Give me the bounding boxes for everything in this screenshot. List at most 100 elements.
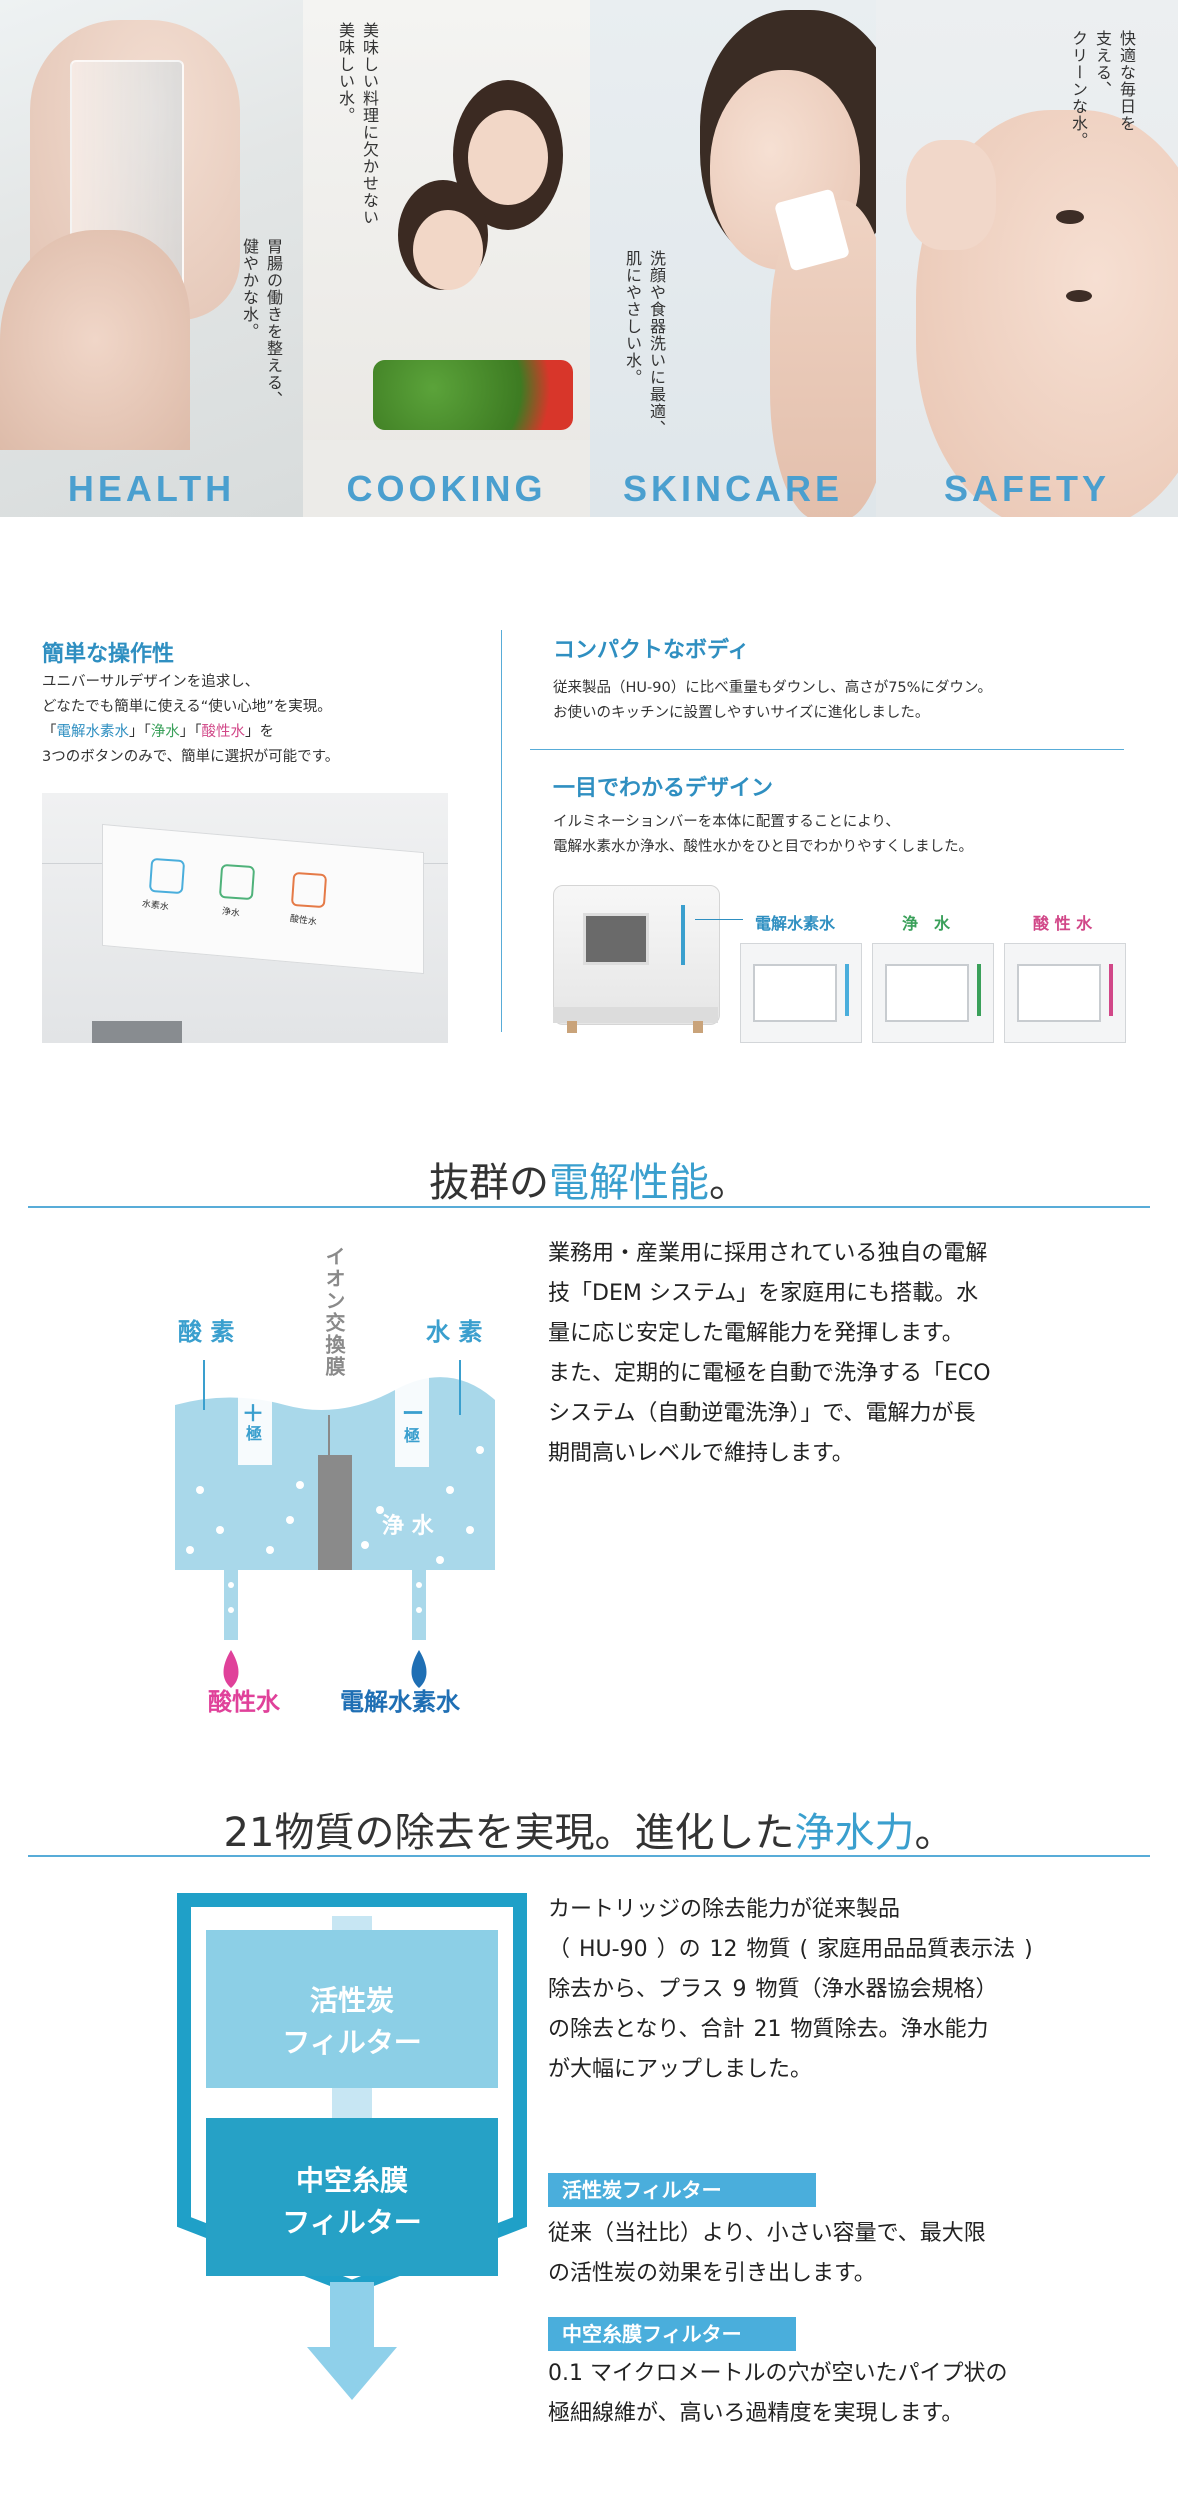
heading-text: 21物質の除去を実現。進化した bbox=[223, 1810, 795, 1856]
text-line: （ HU-90 ）の 12 物質 ( 家庭用品品質表示法 ) bbox=[548, 1937, 1033, 1962]
bracket: 」「 bbox=[179, 724, 202, 740]
health-label: HEALTH bbox=[67, 468, 236, 509]
text-line: 量に応じ安定した電解能力を発揮します。 bbox=[548, 1321, 964, 1346]
cooking-photo bbox=[303, 0, 590, 517]
health-photo bbox=[0, 0, 303, 517]
label-hydrogen: 水 素 bbox=[426, 1318, 483, 1346]
illumination-bar-green bbox=[977, 964, 981, 1016]
text-line: 技「DEM システム」を家庭用にも搭載。水 bbox=[548, 1281, 979, 1306]
label-plus-pole: 極 bbox=[246, 1424, 263, 1443]
text-line: の活性炭の効果を引き出します。 bbox=[548, 2261, 876, 2286]
flow-arrow-shaft bbox=[330, 2282, 374, 2352]
text-line: カートリッジの除去能力が従来製品 bbox=[548, 1897, 901, 1922]
design-line-2: 電解水素水か浄水、酸性水かをひと目でわかりやすくしました。 bbox=[553, 839, 974, 855]
pointer-line bbox=[695, 919, 743, 920]
skincare-photo bbox=[590, 0, 876, 517]
panel-label-clean: 浄水 bbox=[221, 906, 241, 920]
safety-caption: 快適な毎日を 支える、 クリーンな水。 bbox=[1069, 30, 1136, 149]
label-oxygen: 酸 素 bbox=[178, 1318, 235, 1346]
skincare-label: SKINCARE bbox=[622, 468, 843, 509]
hollow-fiber-tag: 中空糸膜フィルター bbox=[548, 2317, 796, 2351]
heading-text: 抜群の bbox=[429, 1160, 549, 1206]
safety-label: SAFETY bbox=[943, 468, 1110, 509]
flow-arrow-head bbox=[307, 2347, 397, 2400]
btn-name-hydrogen: 電解水素水 bbox=[56, 724, 130, 740]
feature-divider-horizontal bbox=[530, 749, 1124, 750]
filter-label-line: フィルター bbox=[282, 2026, 422, 2059]
label-acid-water: 酸性水 bbox=[208, 1688, 280, 1716]
hero-panel-safety: 快適な毎日を 支える、 クリーンな水。 SAFETY bbox=[876, 0, 1178, 517]
product-photo bbox=[553, 885, 728, 1040]
text-line: 極細線維が、高いろ過精度を実現します。 bbox=[548, 2401, 964, 2426]
heading-end: 。 bbox=[709, 1160, 749, 1206]
acid-button-icon bbox=[290, 871, 328, 909]
easy-description: ユニバーサルデザインを追求し、 どなたでも簡単に使える“使い心地”を実現。 「電… bbox=[42, 670, 339, 770]
filter-label-line: フィルター bbox=[282, 2206, 422, 2239]
filter-label-line: 中空糸膜 bbox=[295, 2164, 408, 2197]
membrane bbox=[318, 1455, 352, 1570]
text-line: 除去から、プラス 9 物質（浄水器協会規格） bbox=[548, 1977, 998, 2002]
design-description: イルミネーションバーを本体に配置することにより、 電解水素水か浄水、酸性水かをひ… bbox=[553, 810, 973, 860]
clean-button-icon bbox=[218, 863, 256, 901]
compact-description: 従来製品（HU-90）に比べ重量もダウンし、高さが75%にダウン。 お使いのキッ… bbox=[553, 676, 992, 726]
label-hydrogen-water: 電解水素水 bbox=[340, 1688, 460, 1716]
cooking-caption: 美味しい料理に欠かせない 美味しい水。 bbox=[336, 22, 379, 226]
heading-accent: 電解性能 bbox=[549, 1160, 709, 1206]
control-panel-photo: 水素水 浄水 酸性水 bbox=[42, 793, 448, 1043]
text-line: が大幅にアップしました。 bbox=[548, 2057, 813, 2082]
hollow-fiber-description: 0.1 マイクロメートルの穴が空いたパイプ状の 極細線維が、高いろ過精度を実現し… bbox=[548, 2354, 1008, 2434]
filter-hollow-label: 中空糸膜 フィルター bbox=[206, 2160, 498, 2244]
text-line: 期間高いレベルで維持します。 bbox=[548, 1441, 854, 1466]
hydrogen-button-icon bbox=[148, 857, 186, 895]
minus-electrode bbox=[395, 1355, 429, 1467]
electrolysis-diagram bbox=[175, 1355, 495, 1688]
compact-title: コンパクトなボディ bbox=[553, 638, 750, 663]
label-plus: ＋ bbox=[242, 1402, 265, 1427]
acid-drop-icon bbox=[223, 1650, 239, 1688]
btn-name-acid: 酸性水 bbox=[201, 724, 246, 740]
text-line: 0.1 マイクロメートルの穴が空いたパイプ状の bbox=[548, 2361, 1008, 2386]
btn-name-clean: 浄水 bbox=[150, 724, 180, 740]
electrolysis-description: 業務用・産業用に採用されている独自の電解 技「DEM システム」を家庭用にも搭載… bbox=[548, 1234, 991, 1474]
design-line-1: イルミネーションバーを本体に配置することにより、 bbox=[553, 814, 900, 830]
label-clean-water: 浄 水 bbox=[382, 1514, 434, 1539]
filter-carbon bbox=[206, 1930, 498, 2088]
label-minus: ー bbox=[402, 1402, 425, 1427]
filter-label-line: 活性炭 bbox=[309, 1984, 394, 2017]
text-line: また、定期的に電極を自動で洗浄する「ECO bbox=[548, 1361, 991, 1386]
label-membrane: イオン交換膜 bbox=[322, 1246, 346, 1378]
bracket: 」を bbox=[245, 724, 274, 740]
easy-line-4: 3つのボタンのみで、簡単に選択が可能です。 bbox=[42, 749, 340, 765]
cooking-label: COOKING bbox=[346, 468, 547, 509]
mode-label-clean: 浄 水 bbox=[902, 914, 951, 933]
filter-carbon-label: 活性炭 フィルター bbox=[206, 1980, 498, 2064]
hero-panel-skincare: 洗顔や食器洗いに最適、 肌にやさしい水。 SKINCARE bbox=[590, 0, 876, 517]
text-line: の除去となり、合計 21 物質除去。浄水能力 bbox=[548, 2017, 989, 2042]
unit-acid bbox=[1004, 943, 1126, 1043]
unit-clean bbox=[872, 943, 994, 1043]
carbon-filter-description: 従来（当社比）より、小さい容量で、最大限 の活性炭の効果を引き出します。 bbox=[548, 2214, 986, 2294]
unit-hydrogen bbox=[740, 943, 862, 1043]
compact-line-2: お使いのキッチンに設置しやすいサイズに進化しました。 bbox=[553, 705, 930, 721]
bracket: 」「 bbox=[129, 724, 151, 740]
hero-panel-cooking: 美味しい料理に欠かせない 美味しい水。 COOKING bbox=[303, 0, 590, 517]
hero-panel-health: 胃腸の働きを整える、 健やかな水。 HEALTH bbox=[0, 0, 303, 517]
illumination-bar-blue bbox=[845, 964, 849, 1016]
filter-diagram bbox=[177, 1893, 527, 2400]
text-line: システム（自動逆電洗浄）」で、電解力が長 bbox=[548, 1401, 976, 1426]
electrolysis-heading: 抜群の電解性能。 bbox=[0, 1150, 1178, 1208]
label-minus-pole: 極 bbox=[404, 1426, 421, 1445]
filter-hollow-fiber bbox=[206, 2118, 498, 2276]
electrolysis-rule bbox=[28, 1206, 1150, 1208]
carbon-filter-tag: 活性炭フィルター bbox=[548, 2173, 816, 2207]
purification-description: カートリッジの除去能力が従来製品 （ HU-90 ）の 12 物質 ( 家庭用品… bbox=[548, 1890, 1033, 2090]
purification-heading: 21物質の除去を実現。進化した浄水力。 bbox=[0, 1800, 1178, 1858]
health-caption: 胃腸の働きを整える、 健やかな水。 bbox=[240, 238, 283, 408]
feature-divider-vertical bbox=[501, 630, 502, 1032]
design-title: 一目でわかるデザイン bbox=[553, 776, 774, 801]
mode-label-hydrogen: 電解水素水 bbox=[755, 914, 836, 933]
text-line: 従来（当社比）より、小さい容量で、最大限 bbox=[548, 2221, 986, 2246]
purification-rule bbox=[28, 1855, 1150, 1857]
heading-accent: 浄水力 bbox=[794, 1810, 915, 1856]
safety-photo bbox=[876, 0, 1178, 517]
